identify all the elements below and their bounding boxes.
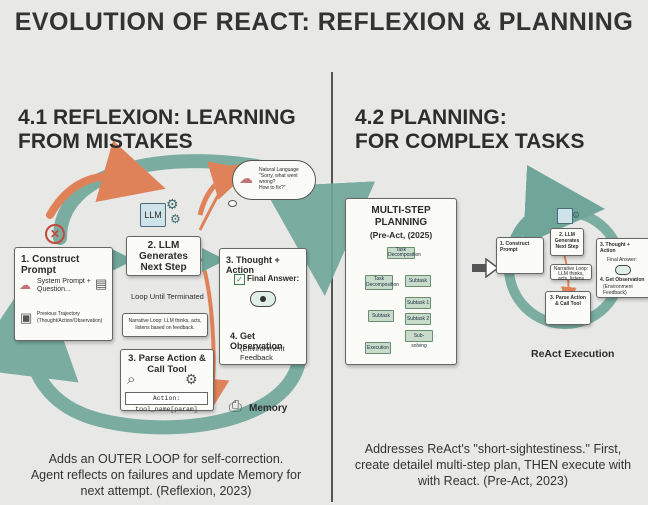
mini-thought-label: 3. Thought + Action: [600, 242, 630, 254]
llm-step-box: 2. LLM Generates Next Step: [126, 236, 201, 276]
reflexion-caption-line1: Adds an OUTER LOOP for self-correction.: [48, 452, 284, 466]
thought-bubble-dot: [228, 200, 237, 207]
gear-small-icon: ⚙: [170, 212, 181, 226]
planning-heading-line1: 4.2 PLANNING:: [355, 106, 507, 129]
llm-step-line3: Next Step: [140, 262, 187, 273]
narrative-note-text: Narrative Loop: LLM thinks, acts, listen…: [128, 318, 202, 331]
page-title: EVOLUTION OF REACT: REFLEXION & PLANNING: [14, 8, 634, 36]
planning-caption-line1: Addresses ReAct's "short-sightestiness."…: [364, 442, 622, 456]
mini-construct-label: 1. Construct Prompt: [500, 241, 530, 253]
planning-caption-line3: with React. (Pre-Act, 2023): [417, 474, 569, 488]
construct-prompt-title: 1. Construct Prompt: [21, 254, 80, 276]
plan-node-subsolving: Sub-solving: [405, 330, 433, 349]
brain-icon: ☁: [19, 278, 31, 292]
plan-node-decomp: Task Decomposition: [365, 275, 400, 290]
memory-icon: ⎙: [229, 398, 242, 415]
thought-line1: Natural Language: [259, 167, 299, 173]
observation-title: 4. Get Observation: [230, 331, 283, 351]
memory-label: Memory: [249, 403, 288, 414]
mini-narrative-label: Narrative Loop: LLM thinks, acts, listen…: [553, 266, 589, 282]
plan-to-exec-arrowhead: [485, 257, 500, 279]
plan-title-line1: MULTI-STEP: [371, 205, 431, 216]
plan-title-line2: PLANNING: [374, 217, 428, 228]
mini-gear-icon: ⚙: [572, 210, 581, 220]
narrative-note: Narrative Loop: LLM thinks, acts, listen…: [122, 313, 208, 337]
plan-box: MULTI-STEP PLANNING (Pre-Act, (2025): [345, 198, 457, 365]
gear-icon: ⚙: [166, 196, 179, 212]
plan-node-root: Task Decomposition: [387, 247, 422, 259]
mini-eye-icon: [615, 265, 631, 275]
construct-prompt-item2: Previous Trajectory (Thought/Action/Obse…: [37, 311, 103, 324]
execution-label: ReAct Execution: [531, 348, 615, 360]
llm-step-line2: Generates: [139, 251, 188, 262]
parse-action-line2: Call Tool: [147, 364, 187, 375]
planning-heading: 4.2 PLANNING: FOR COMPLEX TASKS: [355, 106, 584, 154]
reflexion-caption-line2: Agent reflects on failures and update Me…: [30, 468, 302, 482]
thought-bubble: ☁ Natural Language "Sorry, what went wro…: [232, 160, 316, 200]
mini-observation-label: 4. Get Observation: [600, 277, 645, 283]
document-icon: ▤: [95, 276, 108, 291]
mini-llm-icon: [557, 208, 573, 224]
reflexion-heading: 4.1 REFLEXION: LEARNING FROM MISTAKES: [18, 106, 296, 154]
planning-heading-line2: FOR COMPLEX TASKS: [355, 130, 585, 153]
mini-parse-box: 3. Parse Action & Call Tool: [545, 291, 591, 325]
plan-node-subtask-2: Subtask 2: [405, 313, 431, 325]
mini-parse-label: 3. Parse Action & Call Tool: [550, 295, 586, 307]
observation-sub: (Environment Feedback: [240, 344, 285, 362]
thought-line3: How to fix?": [259, 185, 286, 191]
mini-narrative-box: Narrative Loop: LLM thinks, acts, listen…: [550, 264, 592, 282]
plan-node-subtask-a: Subtask: [405, 275, 431, 287]
clipboard-icon: ▣: [20, 310, 33, 325]
final-answer-label: Final Answer:: [247, 274, 300, 283]
reflexion-arrow-left: [46, 140, 166, 219]
reflexion-caption: Adds an OUTER LOOP for self-correction. …: [8, 451, 324, 499]
construct-prompt-box: 1. Construct Prompt ☁ System Prompt + Qu…: [14, 247, 113, 341]
magnifier-icon: ⌕: [127, 371, 136, 388]
mini-observation-sub: (Environment Feedback): [603, 284, 633, 296]
llm-step-line1: 2. LLM: [147, 240, 180, 251]
outer-loop-bottom: [0, 264, 307, 435]
reflexion-heading-line2: FROM MISTAKES: [18, 130, 193, 153]
mini-thought-box: 3. Thought + Action Final Answer: 4. Get…: [596, 238, 648, 298]
gear-icon: ⚙: [185, 371, 198, 387]
plan-node-subtask-1: Subtask 1: [405, 297, 431, 309]
brain-icon: ☁: [239, 170, 253, 186]
thought-action-title: 3. Thought + Action: [226, 255, 280, 275]
reflexion-heading-line1: 4.1 REFLEXION: LEARNING: [18, 106, 296, 129]
parse-action-line1: 3. Parse Action &: [128, 353, 206, 364]
loop-label: Loop Until Terminated: [131, 292, 204, 301]
error-x-icon: ✕: [45, 224, 65, 244]
mini-final-label: Final Answer:: [607, 257, 638, 263]
thought-action-box: 3. Thought + Action ✓ Final Answer: 4. G…: [219, 248, 307, 365]
planning-caption: Addresses ReAct's "short-sightestiness."…: [338, 441, 648, 489]
reflexion-caption-line3: next attempt. (Reflexion, 2023): [80, 484, 252, 498]
action-code: Action: tool_name[param]: [125, 392, 208, 413]
parse-action-box: 3. Parse Action & Call Tool ⌕ ⚙ Action: …: [120, 349, 214, 413]
mini-construct-box: 1. Construct Prompt: [496, 237, 544, 274]
checkbox-icon: ✓: [234, 274, 245, 285]
mini-llm-box: 2. LLM Generates Next Step: [550, 228, 584, 256]
llm-chip-icon: LLM: [140, 203, 166, 227]
planning-caption-line2: create detailel multi-step plan, THEN ex…: [354, 458, 632, 472]
plan-node-execution: Execution: [365, 342, 391, 354]
thought-line2: "Sorry, what went wrong?: [259, 173, 298, 185]
plan-title-line3: (Pre-Act, (2025): [369, 230, 433, 240]
cloud-eye-icon: [250, 291, 276, 307]
mini-llm-label: 2. LLM Generates Next Step: [554, 232, 580, 250]
construct-prompt-item1: System Prompt + Question...: [37, 278, 91, 293]
plan-node-subtask-b: Subtask: [368, 310, 394, 322]
